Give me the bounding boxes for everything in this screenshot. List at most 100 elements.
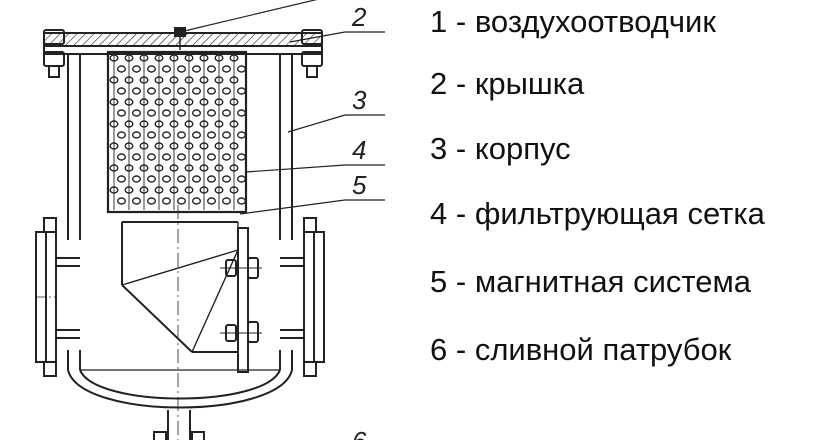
legend-text: воздухоотводчик <box>474 4 716 39</box>
legend-text: крышка <box>474 66 585 101</box>
mesh-hole <box>191 65 201 73</box>
mesh-hole <box>221 197 231 205</box>
legend-item-1: 1 - воздухоотводчик <box>430 6 716 37</box>
mesh-hole <box>131 197 141 205</box>
mesh-hole <box>176 175 186 183</box>
legend-item-3: 3 - корпус <box>430 133 571 164</box>
mesh-hole <box>221 175 231 183</box>
mesh-hole <box>206 131 216 139</box>
legend-item-4: 4 - фильтрующая сетка <box>430 198 765 229</box>
mesh-hole <box>131 65 141 73</box>
mesh-hole <box>206 175 216 183</box>
mesh-hole <box>191 131 201 139</box>
mesh-hole <box>236 109 246 117</box>
mesh-hole <box>116 65 126 73</box>
legend-num: 6 <box>430 332 448 367</box>
mesh-hole <box>161 109 171 117</box>
legend-num: 1 <box>430 4 448 39</box>
mesh-hole <box>161 175 171 183</box>
inlet-pipe <box>35 217 80 377</box>
legend-sep: - <box>447 4 475 39</box>
callout-3: 3 <box>352 85 367 115</box>
mesh-hole <box>146 109 156 117</box>
mesh-hole <box>206 65 216 73</box>
mesh-hole <box>176 197 186 205</box>
mesh-hole <box>161 153 171 161</box>
mesh-hole <box>221 109 231 117</box>
legend-item-6: 6 - сливной патрубок <box>430 334 731 365</box>
mesh-hole <box>236 175 246 183</box>
callout-6: 6 <box>352 426 367 440</box>
mesh-hole <box>116 175 126 183</box>
mesh-hole <box>116 109 126 117</box>
mesh-hole <box>116 131 126 139</box>
mesh-hole <box>176 109 186 117</box>
mesh-hole <box>131 175 141 183</box>
mesh-hole <box>176 65 186 73</box>
legend-sep: - <box>447 332 475 367</box>
legend-text: корпус <box>474 131 571 166</box>
mesh-hole <box>131 87 141 95</box>
legend-text: фильтрующая сетка <box>474 196 765 231</box>
mesh-hole <box>131 153 141 161</box>
mesh-hole <box>206 197 216 205</box>
mesh-hole <box>161 131 171 139</box>
legend-sep: - <box>447 131 475 166</box>
mesh-hole <box>221 153 231 161</box>
legend-sep: - <box>447 66 475 101</box>
legend-num: 5 <box>430 264 448 299</box>
leader-lines <box>179 0 385 215</box>
mesh-hole <box>191 175 201 183</box>
mesh-hole <box>221 131 231 139</box>
legend-num: 3 <box>430 131 448 166</box>
mesh-hole <box>221 87 231 95</box>
legend-sep: - <box>447 196 475 231</box>
mesh-hole <box>236 65 246 73</box>
legend-num: 2 <box>430 66 448 101</box>
mesh-holes <box>109 54 246 210</box>
legend-item-2: 2 - крышка <box>430 68 584 99</box>
filter-mesh <box>106 50 248 214</box>
mesh-hole <box>236 153 246 161</box>
mesh-hole <box>146 65 156 73</box>
mesh-hole <box>236 131 246 139</box>
mesh-hole <box>146 87 156 95</box>
mesh-hole <box>116 153 126 161</box>
mesh-hole <box>131 109 141 117</box>
legend-sep: - <box>447 264 475 299</box>
mesh-hole <box>191 153 201 161</box>
mesh-hole <box>161 197 171 205</box>
lid-bolt-right <box>301 29 323 78</box>
mesh-hole <box>116 87 126 95</box>
outlet-pipe <box>280 217 325 377</box>
mesh-hole <box>146 175 156 183</box>
mesh-hole <box>146 197 156 205</box>
mesh-hole <box>221 65 231 73</box>
mesh-hole <box>236 87 246 95</box>
mesh-hole <box>146 131 156 139</box>
mesh-hole <box>116 197 126 205</box>
mesh-hole <box>176 87 186 95</box>
mesh-hole <box>206 109 216 117</box>
mesh-hole <box>146 153 156 161</box>
magnetic-system <box>220 227 262 373</box>
lid-bolt-left <box>43 29 65 78</box>
legend-item-5: 5 - магнитная система <box>430 266 751 297</box>
legend-num: 4 <box>430 196 448 231</box>
housing <box>67 54 293 409</box>
mesh-hole <box>161 87 171 95</box>
mesh-hole <box>191 109 201 117</box>
legend-text: магнитная система <box>474 264 752 299</box>
callout-labels: 2 3 4 5 6 <box>351 2 367 445</box>
mesh-hole <box>191 197 201 205</box>
mesh-hole <box>206 153 216 161</box>
callout-5: 5 <box>352 170 367 200</box>
callout-2: 2 <box>351 2 367 32</box>
drain-pipe <box>153 410 205 443</box>
mesh-hole <box>176 153 186 161</box>
mesh-hole <box>131 131 141 139</box>
mesh-hole <box>176 131 186 139</box>
mesh-hole <box>191 87 201 95</box>
